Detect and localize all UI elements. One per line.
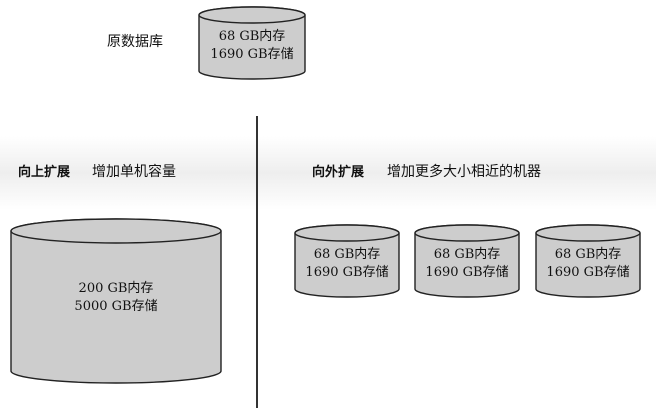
cylinder-top — [10, 218, 222, 244]
cylinder-shape — [414, 224, 520, 298]
original-db-label: 原数据库 — [107, 34, 163, 50]
section-divider — [256, 116, 258, 408]
scale-out-machine-1: 68 GB内存 1690 GB存储 — [294, 224, 400, 298]
scale-up-description: 增加单机容量 — [92, 164, 176, 180]
original-db-memory: 68 GB内存 — [218, 29, 286, 44]
cylinder-top — [198, 6, 306, 24]
scale-up-cylinder: 200 GB内存 5000 GB存储 — [10, 218, 222, 384]
original-db-cylinder: 68 GB内存 1690 GB存储 — [198, 6, 306, 80]
cylinder-top — [535, 224, 641, 242]
machine-storage: 1690 GB存储 — [425, 265, 509, 280]
cylinder-shape — [10, 218, 222, 384]
section-band — [0, 136, 656, 210]
machine-memory: 68 GB内存 — [433, 247, 501, 262]
cylinder-shape — [294, 224, 400, 298]
cylinder-shape — [535, 224, 641, 298]
cylinder-top — [294, 224, 400, 242]
scale-up-heading: 向上扩展 — [18, 165, 71, 180]
scale-out-description: 增加更多大小相近的机器 — [387, 164, 541, 180]
machine-memory: 68 GB内存 — [313, 247, 381, 262]
scale-up-memory: 200 GB内存 — [78, 281, 154, 296]
machine-storage: 1690 GB存储 — [305, 265, 389, 280]
machine-memory: 68 GB内存 — [554, 247, 622, 262]
cylinder-shape — [198, 6, 306, 80]
scale-up-storage: 5000 GB存储 — [74, 299, 158, 314]
scale-out-machine-3: 68 GB内存 1690 GB存储 — [535, 224, 641, 298]
scale-out-machine-2: 68 GB内存 1690 GB存储 — [414, 224, 520, 298]
machine-storage: 1690 GB存储 — [546, 265, 630, 280]
scale-out-heading: 向外扩展 — [312, 165, 365, 180]
cylinder-top — [414, 224, 520, 242]
original-db-storage: 1690 GB存储 — [210, 47, 294, 62]
